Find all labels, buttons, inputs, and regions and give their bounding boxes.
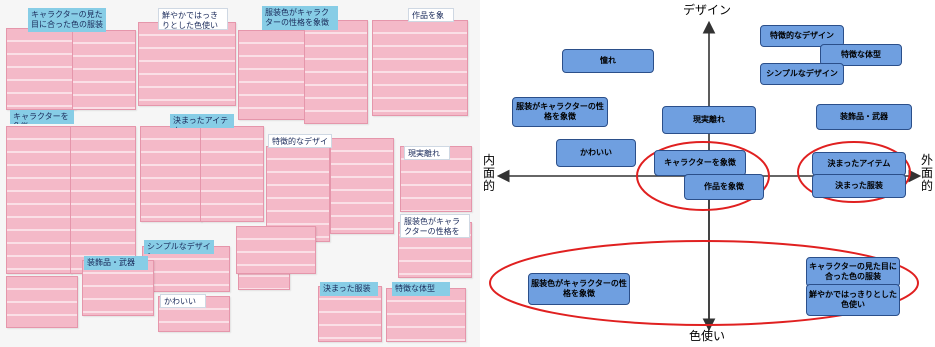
map-box: キャラクターの見た目に合った色の服装 xyxy=(806,257,900,287)
sticky-tag: かわいい xyxy=(160,294,206,308)
positioning-map: デザイン 色使い 内面的 外面的 特徴的なデザイン 特徴な体型 シンプルなデザイ… xyxy=(482,0,935,347)
map-box: 特徴的なデザイン xyxy=(760,25,844,47)
map-box: 服装がキャラクターの性格を象徴 xyxy=(512,97,608,127)
sticky-tag: 特徴な体型 xyxy=(392,282,450,296)
map-box: 鮮やかではっきりとした色使い xyxy=(806,284,900,316)
highlight-ellipse-bottom xyxy=(489,240,919,326)
sticky-note xyxy=(386,288,466,342)
map-box: かわいい xyxy=(556,139,636,167)
map-box: キャラクターを象徴 xyxy=(654,150,746,176)
sticky-tag: キャラクターの見た目に合った色の服装 xyxy=(28,8,106,32)
map-box: 決まった服装 xyxy=(812,174,906,198)
sticky-tag: 特徴的なデザイン xyxy=(268,134,332,148)
sticky-note xyxy=(330,138,394,234)
map-box: 現実離れ xyxy=(662,106,756,134)
sticky-tag: キャラクターを象徴 xyxy=(10,110,74,124)
sticky-tag: シンプルなデザイン xyxy=(144,240,214,254)
sticky-note xyxy=(70,126,136,274)
axis-label-left: 内面的 xyxy=(482,153,495,193)
sticky-note-photo: キャラクターの見た目に合った色の服装 キャラクターを象徴 鮮やかではっきりとした… xyxy=(6,6,472,342)
sticky-tag: 作品を象徴 xyxy=(408,8,454,22)
axis-label-right: 外面的 xyxy=(920,153,933,193)
sticky-note xyxy=(372,20,468,116)
sticky-note xyxy=(6,28,76,110)
axis-label-bottom: 色使い xyxy=(689,329,726,343)
sticky-note xyxy=(304,20,368,124)
highlight-ellipse-center xyxy=(636,141,770,211)
map-box: 決まったアイテム xyxy=(812,152,906,176)
sticky-note xyxy=(138,22,236,106)
map-box: 憧れ xyxy=(562,49,654,73)
sticky-note xyxy=(140,126,202,222)
sticky-tag: 服装色がキャラクターの性格を象徴 xyxy=(262,6,338,30)
sticky-note xyxy=(238,30,306,120)
sticky-tag: 服装色がキャラクターの性格を象徴 xyxy=(400,214,470,238)
axis-label-top: デザイン xyxy=(683,3,732,17)
sticky-tag: 装飾品・武器 xyxy=(84,256,148,270)
highlight-ellipse-right xyxy=(797,141,911,203)
map-box: 作品を象徴 xyxy=(684,174,764,200)
sticky-note xyxy=(6,126,72,274)
sticky-note xyxy=(236,226,316,274)
map-box: 装飾品・武器 xyxy=(816,104,912,130)
sticky-note xyxy=(6,276,78,328)
map-box: 特徴な体型 xyxy=(820,44,902,66)
map-box: シンプルなデザイン xyxy=(760,63,844,85)
map-box: 服装色がキャラクターの性格を象徴 xyxy=(528,273,630,305)
sticky-note xyxy=(200,126,264,222)
sticky-tag: 鮮やかではっきりとした色使い xyxy=(158,8,228,30)
sticky-tag: 決まったアイテム xyxy=(170,114,234,128)
sticky-tag: 決まった服装 xyxy=(320,282,378,296)
sticky-tag: 現実離れ xyxy=(404,146,450,160)
sticky-note xyxy=(72,30,136,110)
